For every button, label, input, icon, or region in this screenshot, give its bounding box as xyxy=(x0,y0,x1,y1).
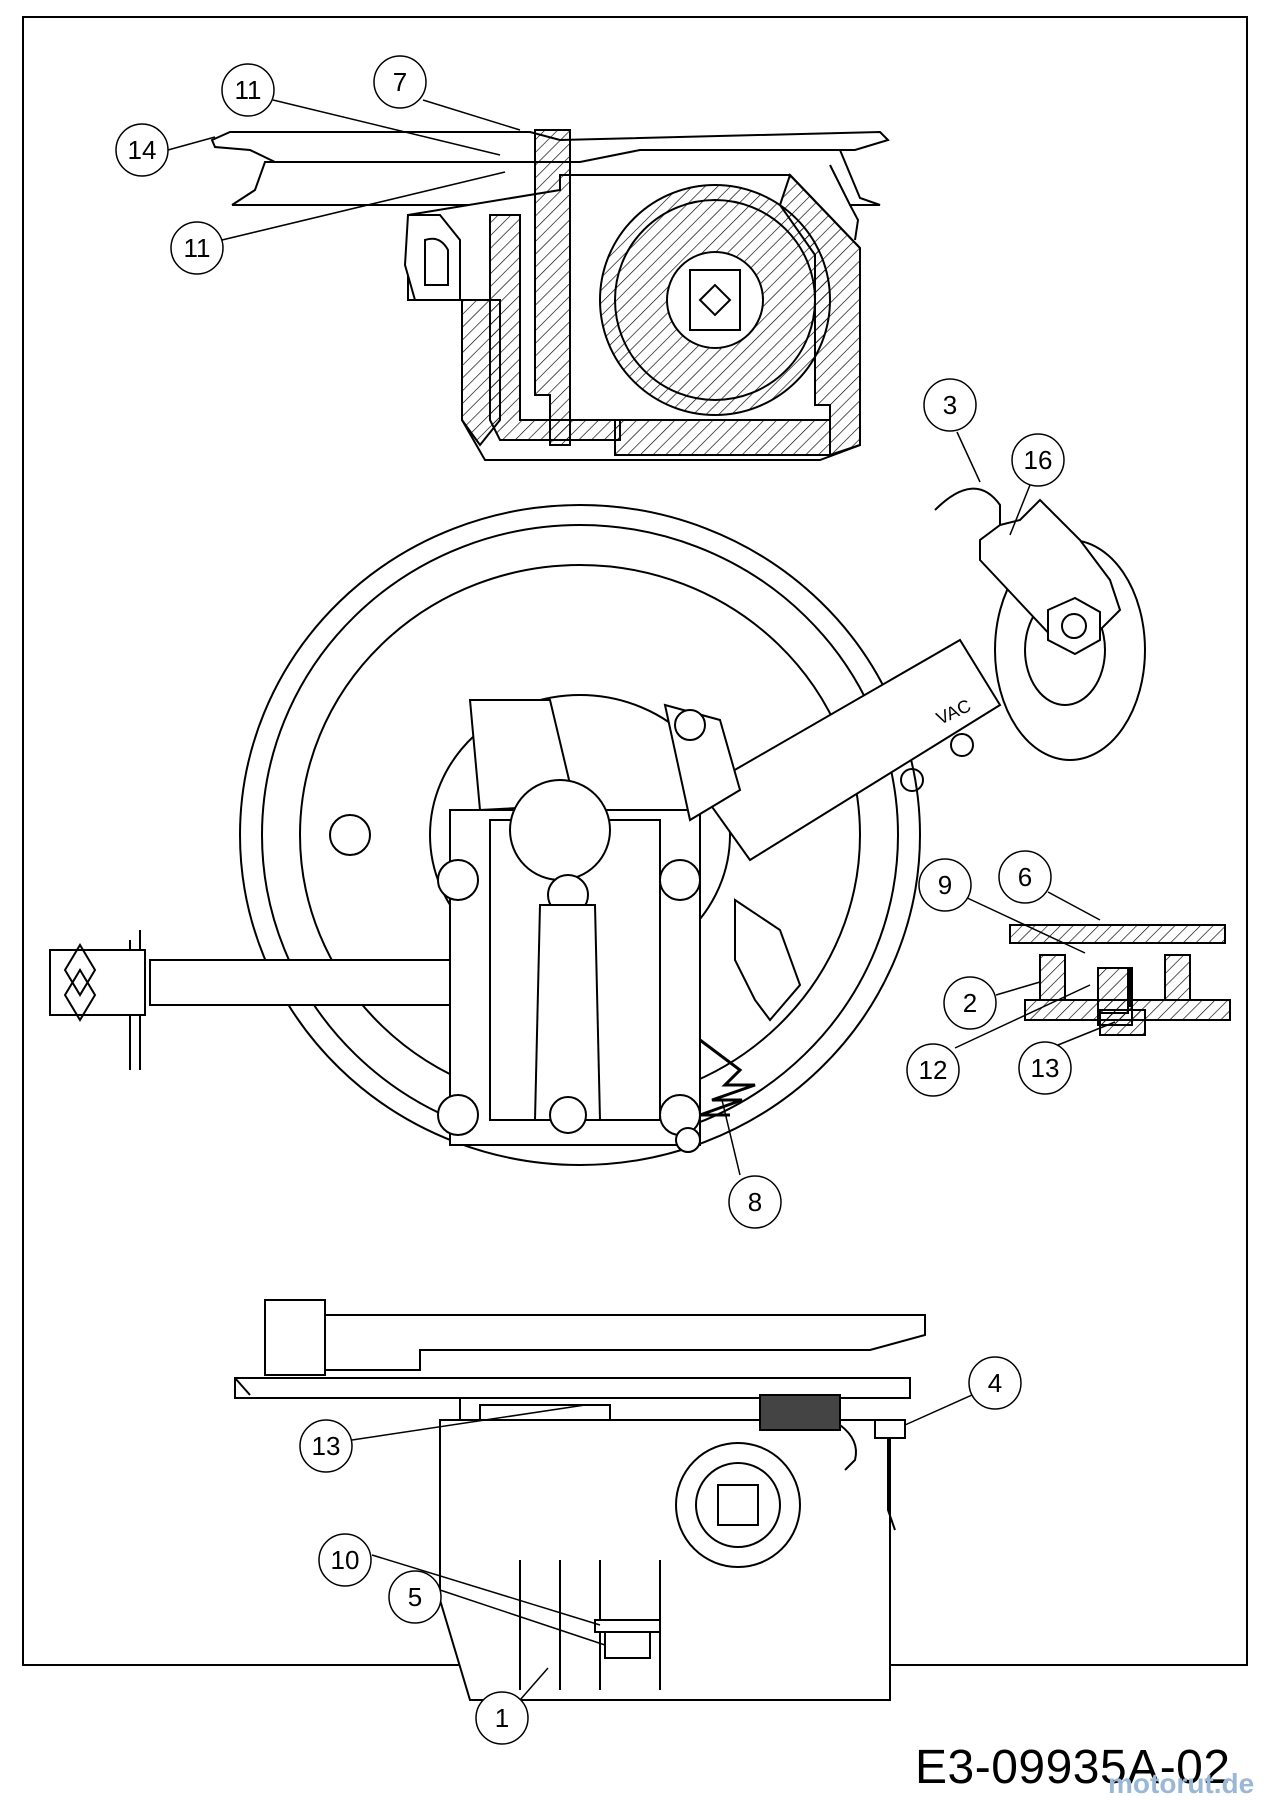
callout-13-label: 13 xyxy=(312,1431,341,1461)
callout-13: 13 xyxy=(299,1404,586,1473)
callout-11-lower: 11 xyxy=(170,171,506,275)
callout-11-lower-label: 11 xyxy=(184,233,211,263)
callout-9-label: 9 xyxy=(938,870,952,900)
callout-5: 5 xyxy=(388,1570,606,1646)
callout-16: 16 xyxy=(1009,433,1065,536)
drawing-code: E3-09935A-02 xyxy=(915,1741,1231,1794)
callout-5-label: 5 xyxy=(408,1582,422,1612)
callout-12: 12 xyxy=(906,984,1091,1097)
callout-11-upper-label: 11 xyxy=(235,75,262,105)
callout-1: 1 xyxy=(475,1667,549,1745)
callout-2-label: 2 xyxy=(963,988,977,1018)
callout-2: 2 xyxy=(943,976,1041,1030)
callout-7-label: 7 xyxy=(393,67,407,97)
callout-6-label: 6 xyxy=(1018,862,1032,892)
callout-11-upper: 11 xyxy=(221,63,501,156)
callout-14: 13 xyxy=(1018,1021,1116,1095)
callout-4: 4 xyxy=(904,1356,1022,1426)
callout-8-label: 8 xyxy=(748,1187,762,1217)
callout-8: 8 xyxy=(721,1099,782,1229)
callout-3: 3 xyxy=(923,378,981,483)
callout-6: 6 xyxy=(998,850,1101,921)
top-section-view xyxy=(210,129,890,461)
callout-15-label: 14 xyxy=(128,135,157,165)
callout-14-label: 13 xyxy=(1031,1053,1060,1083)
callout-10-label: 10 xyxy=(331,1545,360,1575)
callout-15: 14 xyxy=(115,123,216,177)
callout-4-label: 4 xyxy=(988,1368,1002,1398)
callout-3-label: 3 xyxy=(943,390,957,420)
callout-16-label: 16 xyxy=(1024,445,1053,475)
watermark-logo: motorut.de xyxy=(1108,1768,1255,1799)
callout-12-label: 12 xyxy=(919,1055,948,1085)
callout-7: 7 xyxy=(373,55,521,131)
callout-1-label: 1 xyxy=(495,1703,509,1733)
bottom-side-view xyxy=(234,1299,926,1701)
main-assembly-view xyxy=(49,487,1146,1166)
callout-10: 10 xyxy=(318,1533,601,1626)
callout-9: 9 xyxy=(918,858,1086,954)
idler-section-view xyxy=(1009,924,1231,1036)
